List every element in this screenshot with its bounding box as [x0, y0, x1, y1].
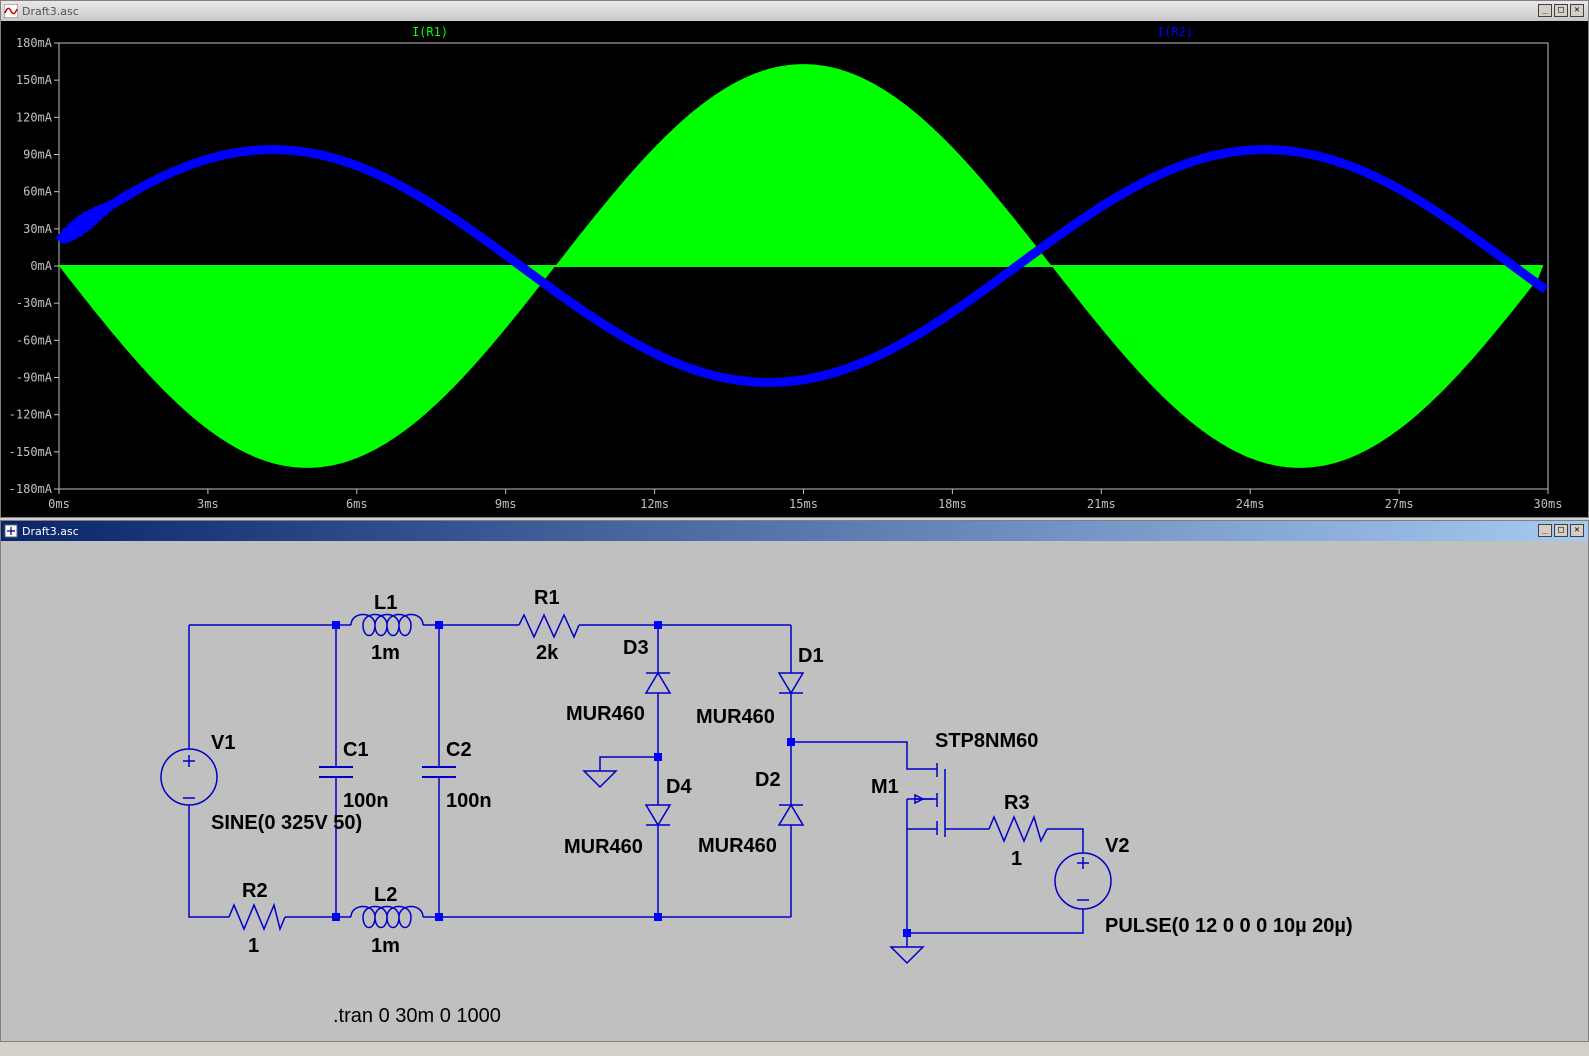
label-l1: L1: [374, 592, 397, 614]
x-tick-label: 0ms: [48, 497, 70, 511]
label-r2: R2: [242, 880, 268, 902]
schematic-canvas[interactable]: L1 1m L2 1m R1 2k R2 1 R3 1 C1 100n C2 1…: [1, 541, 1588, 1041]
label-r3: R3: [1004, 792, 1030, 814]
value-r3: 1: [1011, 848, 1022, 870]
label-d4: D4: [666, 776, 692, 798]
value-d4: MUR460: [564, 836, 643, 858]
status-strip: [0, 1042, 1589, 1056]
x-tick-label: 21ms: [1087, 497, 1116, 511]
label-v1: V1: [211, 732, 235, 754]
value-r2: 1: [248, 935, 259, 957]
series-i-r1: [59, 64, 1544, 468]
value-l1: 1m: [371, 642, 400, 664]
label-c1: C1: [343, 739, 369, 761]
label-r1: R1: [534, 587, 560, 609]
minimize-button[interactable]: _: [1538, 4, 1552, 17]
x-tick-label: 3ms: [197, 497, 219, 511]
close-button[interactable]: ✕: [1570, 4, 1584, 17]
y-tick-label: 0mA: [30, 259, 52, 273]
minimize-button[interactable]: _: [1538, 524, 1552, 537]
schematic-window[interactable]: Draft3.asc _ □ ✕: [0, 520, 1589, 1042]
value-d3: MUR460: [566, 703, 645, 725]
schematic-app-icon: [4, 524, 18, 538]
label-l2: L2: [374, 884, 397, 906]
value-m1: STP8NM60: [935, 730, 1038, 752]
x-tick-label: 27ms: [1385, 497, 1414, 511]
y-tick-label: -120mA: [9, 408, 53, 422]
maximize-button[interactable]: □: [1554, 524, 1568, 537]
i-r2-trace: [55, 145, 1549, 387]
y-tick-label: 30mA: [23, 222, 53, 236]
value-c1: 100n: [343, 790, 389, 812]
plot-labels: 180mA 150mA 120mA 90mA 60mA 30mA 0mA -30mA -60mA…: [9, 25, 1563, 511]
series-i-r2: [55, 145, 1549, 387]
y-tick-label: 150mA: [16, 73, 53, 87]
plot-titlebar[interactable]: Draft3.asc _ □ ✕: [1, 1, 1588, 21]
legend-i-r2[interactable]: I(R2): [1157, 25, 1193, 39]
maximize-button[interactable]: □: [1554, 4, 1568, 17]
label-d1: D1: [798, 645, 824, 667]
x-tick-label: 9ms: [495, 497, 517, 511]
value-d2: MUR460: [698, 835, 777, 857]
label-d2: D2: [755, 769, 781, 791]
plot-window-title: Draft3.asc: [22, 4, 79, 18]
value-c2: 100n: [446, 790, 492, 812]
label-d3: D3: [623, 637, 649, 659]
schematic-window-title: Draft3.asc: [22, 524, 79, 538]
y-tick-label: 180mA: [16, 36, 53, 50]
y-tick-label: -60mA: [16, 333, 53, 347]
tran-directive[interactable]: .tran 0 30m 0 1000: [333, 1005, 501, 1027]
y-tick-label: 120mA: [16, 110, 53, 124]
label-c2: C2: [446, 739, 472, 761]
junctions: [332, 621, 911, 937]
wires: [160, 613, 1112, 965]
y-tick-label: -30mA: [16, 296, 53, 310]
close-button[interactable]: ✕: [1570, 524, 1584, 537]
value-d1: MUR460: [696, 706, 775, 728]
waveform-app-icon: [3, 3, 19, 19]
label-v2: V2: [1105, 835, 1129, 857]
schematic-titlebar[interactable]: Draft3.asc _ □ ✕: [1, 521, 1588, 541]
y-tick-label: 60mA: [23, 185, 53, 199]
y-tick-label: -150mA: [9, 445, 53, 459]
x-tick-label: 18ms: [938, 497, 967, 511]
x-tick-label: 24ms: [1236, 497, 1265, 511]
value-v2: PULSE(0 12 0 0 0 10µ 20µ): [1105, 915, 1353, 937]
y-tick-label: 90mA: [23, 148, 53, 162]
value-r1: 2k: [536, 642, 559, 664]
x-tick-label: 6ms: [346, 497, 368, 511]
label-m1: M1: [871, 776, 899, 798]
value-v1: SINE(0 325V 50): [211, 812, 362, 834]
waveform-plot[interactable]: 180mA 150mA 120mA 90mA 60mA 30mA 0mA -30mA -60mA…: [1, 21, 1588, 517]
value-l2: 1m: [371, 935, 400, 957]
y-tick-label: -180mA: [9, 482, 53, 496]
legend-i-r1[interactable]: I(R1): [412, 25, 448, 39]
waveform-window[interactable]: Draft3.asc _ □ ✕ 180mA 150mA 120mA 90mA 60mA…: [0, 0, 1589, 518]
x-tick-label: 30ms: [1534, 497, 1563, 511]
x-tick-label: 15ms: [789, 497, 818, 511]
x-tick-label: 12ms: [640, 497, 669, 511]
y-tick-label: -90mA: [16, 371, 53, 385]
